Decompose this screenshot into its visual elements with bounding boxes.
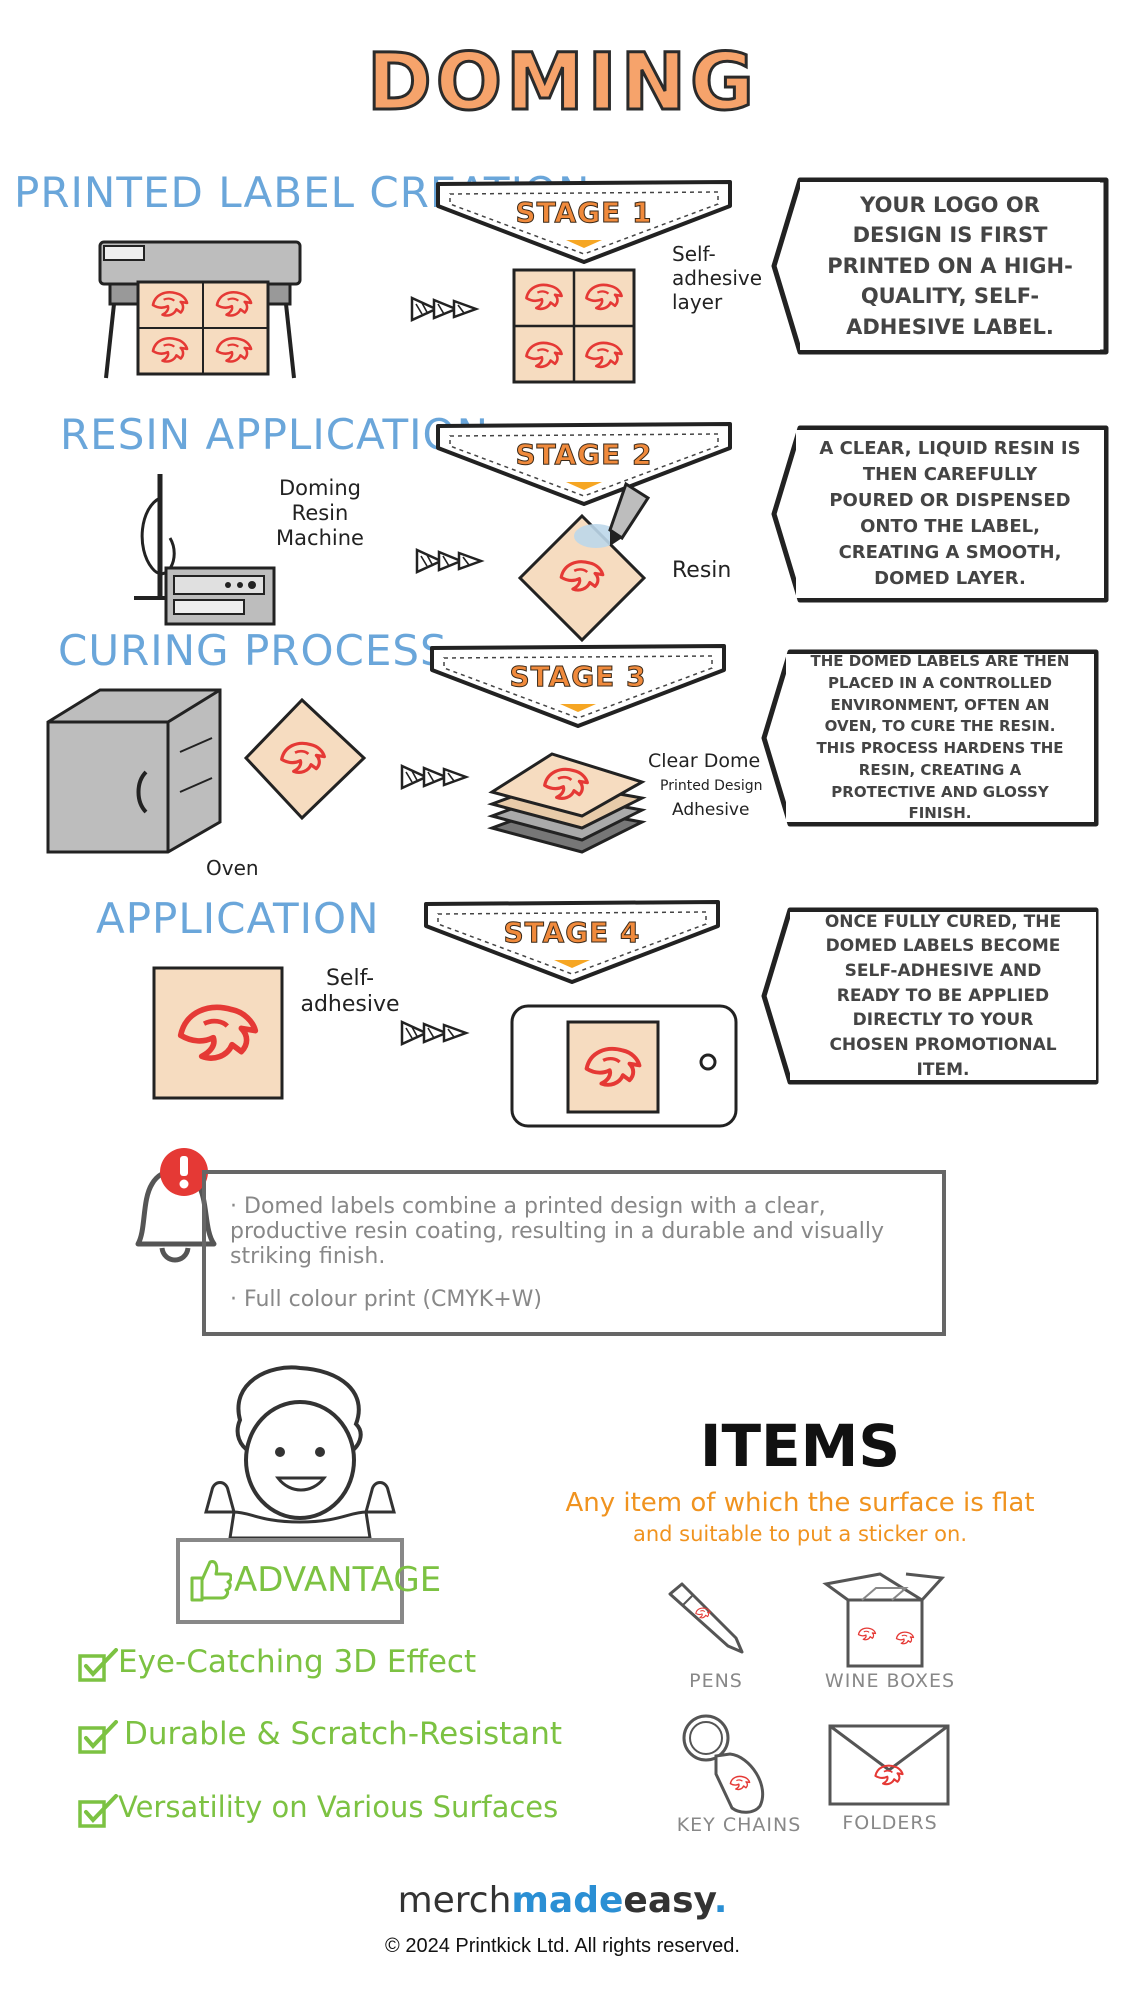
section-title-resin: RESIN APPLICATION [60, 410, 490, 459]
pen-icon [668, 1582, 744, 1654]
stage-2-description: A CLEAR, LIQUID RESIN IS THEN CAREFULLY … [796, 430, 1104, 598]
stage-1-description: YOUR LOGO OR DESIGN IS FIRST PRINTED ON … [800, 182, 1100, 350]
advantage-item-1: Eye-Catching 3D Effect [118, 1644, 477, 1680]
checkbox-checked-icon [78, 1794, 118, 1828]
callout-resin: Resin [672, 558, 732, 583]
note-item: · Full colour print (CMYK+W) [230, 1287, 542, 1312]
items-subtitle-1: Any item of which the surface is flat [565, 1488, 1035, 1518]
advantage-label: ADVANTAGE [234, 1560, 442, 1600]
items-subtitle-2: and suitable to put a sticker on. [632, 1522, 967, 1546]
notes-panel: · Domed labels combine a printed design … [202, 1170, 946, 1336]
layered-label-illustration [487, 752, 647, 854]
key-chain-icon [682, 1714, 765, 1814]
arrows-icon [410, 294, 480, 324]
layer-printed-design: Printed Design [660, 778, 763, 794]
wine-box-icon [822, 1572, 946, 1668]
self-adhesive-label-illustration [152, 966, 284, 1100]
item-key-chains: KEY CHAINS [676, 1814, 802, 1836]
item-folders: FOLDERS [842, 1812, 938, 1834]
advantage-item-2: Durable & Scratch-Resistant [124, 1716, 563, 1752]
bell-alert-icon [135, 1148, 217, 1263]
brand-part-made: made [511, 1880, 624, 1921]
item-pens: PENS [689, 1670, 743, 1692]
callout-self-adhesive: Self-adhesive [300, 966, 400, 1018]
checkbox-checked-icon [78, 1720, 118, 1754]
section-title-application: APPLICATION [96, 894, 380, 943]
advantage-item-3: Versatility on Various Surfaces [118, 1790, 559, 1824]
stage-1-label: STAGE 1 [515, 196, 653, 230]
stage-3-description: THE DOMED LABELS ARE THEN PLACED IN A CO… [786, 652, 1094, 822]
folder-icon [828, 1724, 950, 1806]
stage-3-label: STAGE 3 [509, 660, 647, 694]
layer-adhesive: Adhesive [672, 800, 750, 820]
note-text: Full colour print (CMYK+W) [244, 1287, 542, 1312]
printer-illustration [98, 240, 302, 379]
brand-part-easy: easy [623, 1880, 714, 1921]
oven-illustration [46, 688, 222, 854]
thumbs-up-icon [190, 1560, 232, 1602]
callout-self-adhesive-layer: Self-adhesive layer [672, 242, 763, 314]
stage-4-label: STAGE 4 [503, 916, 641, 950]
callout-doming-resin-machine: Doming Resin Machine [276, 476, 364, 551]
arrows-icon [415, 546, 485, 576]
stage-2-label: STAGE 2 [515, 438, 653, 472]
arrows-icon [400, 762, 470, 792]
promotional-item-illustration [510, 1004, 738, 1128]
arrows-icon [400, 1018, 470, 1048]
items-title: ITEMS [699, 1412, 901, 1480]
page-title: DOMING [366, 37, 758, 130]
copyright: © 2024 Printkick Ltd. All rights reserve… [385, 1935, 740, 1957]
brand-dot: . [713, 1880, 728, 1921]
domed-label-illustration [243, 697, 367, 821]
stage-4-description: ONCE FULLY CURED, THE DOMED LABELS BECOM… [790, 912, 1096, 1080]
checkbox-checked-icon [78, 1648, 118, 1682]
label-sheet-illustration [512, 268, 636, 384]
advantage-sign: ADVANTAGE [176, 1538, 441, 1624]
note-item: · Domed labels combine a printed design … [230, 1194, 885, 1269]
brand-logo: merchmadeeasy. [0, 1880, 1125, 1921]
callout-oven: Oven [206, 856, 259, 880]
happy-person-illustration [204, 1365, 396, 1538]
resin-dispense-illustration [517, 481, 651, 643]
note-text: Domed labels combine a printed design wi… [230, 1194, 885, 1269]
layer-clear-dome: Clear Dome [648, 750, 761, 772]
doming-machine-illustration [134, 474, 276, 626]
item-wine-boxes: WINE BOXES [824, 1670, 956, 1692]
section-title-curing: CURING PROCESS [58, 626, 448, 675]
brand-part-merch: merch [397, 1880, 512, 1921]
